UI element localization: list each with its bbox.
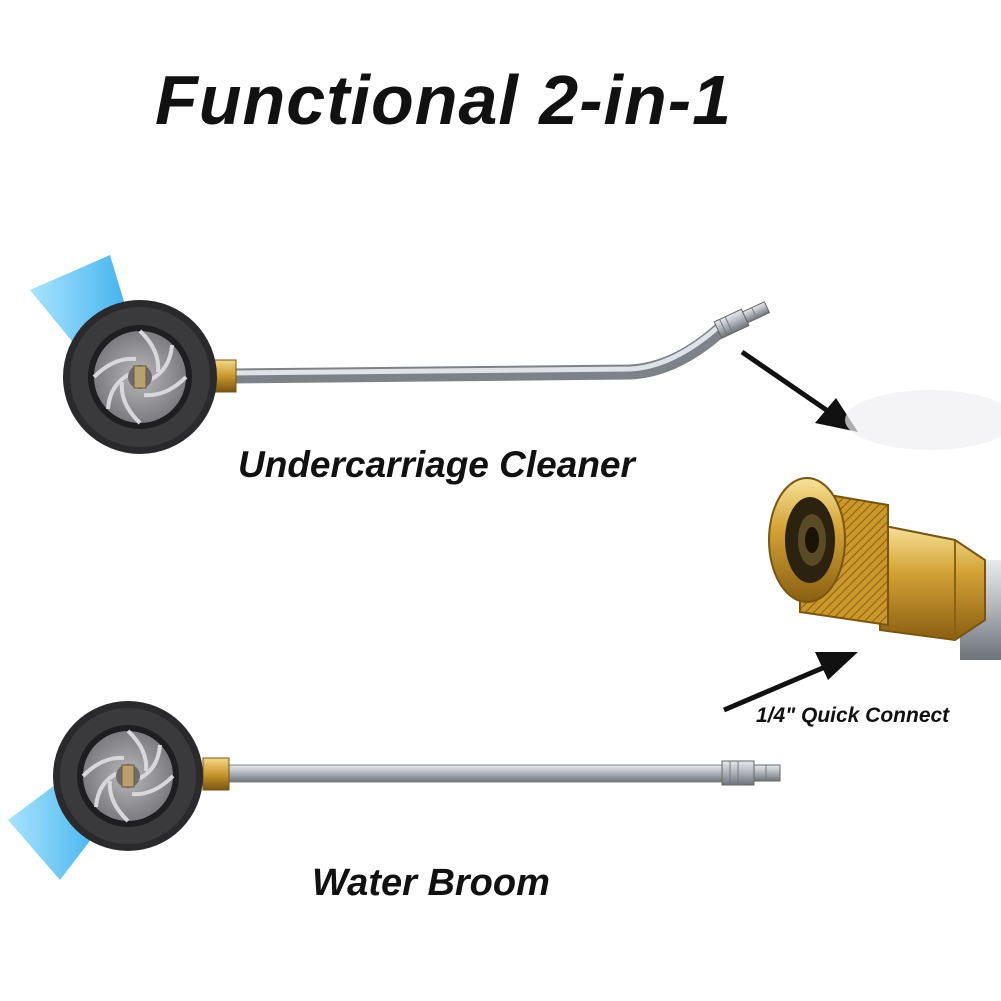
- brass-collar: [202, 757, 230, 791]
- rotary-head-icon: [63, 300, 217, 454]
- page-title: Functional 2-in-1: [155, 61, 732, 139]
- brass-coupler-icon: [768, 390, 1001, 660]
- water-broom-label: Water Broom: [312, 862, 550, 904]
- quick-connect-plug: [721, 760, 781, 786]
- quick-connect-plug: [713, 301, 771, 339]
- undercarriage-cleaner-label: Undercarriage Cleaner: [238, 444, 635, 485]
- arrow-icon: [740, 349, 858, 432]
- wand-tube: [224, 322, 728, 384]
- arrow-icon: [723, 652, 858, 713]
- undercarriage-cleaner-tool: [30, 255, 771, 454]
- quick-connect-label: 1/4" Quick Connect: [756, 704, 950, 727]
- wand-tube: [224, 764, 724, 783]
- rotary-head-icon: [53, 701, 203, 851]
- water-broom-tool: [8, 701, 781, 880]
